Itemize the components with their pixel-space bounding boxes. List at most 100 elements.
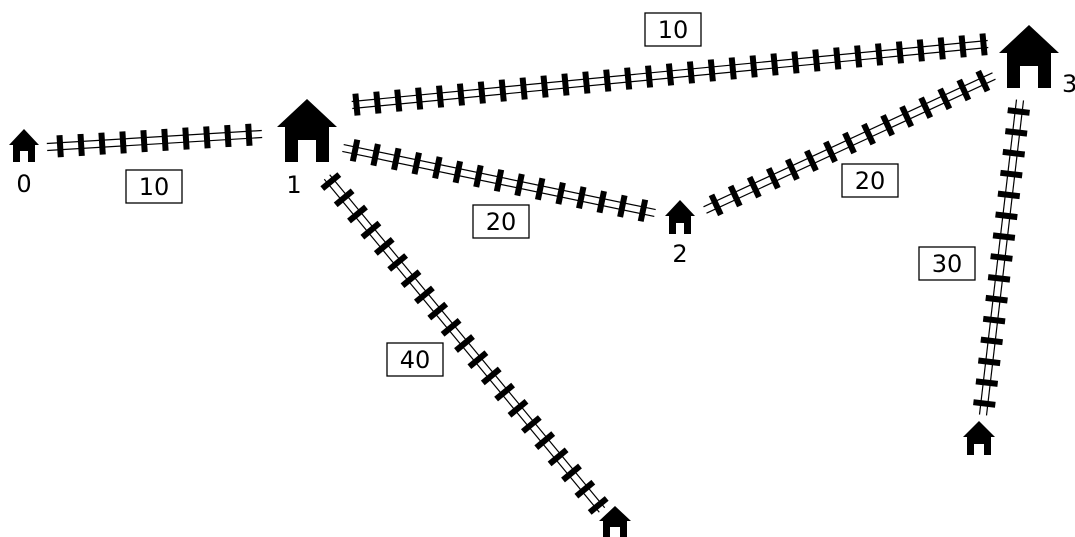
- track-tie: [987, 274, 1011, 283]
- track-tie: [493, 169, 505, 192]
- track-rail: [351, 39, 988, 103]
- track-rail: [343, 144, 656, 211]
- weight-label: 10: [139, 173, 170, 201]
- track-tie: [456, 83, 465, 106]
- weight-label: 20: [855, 167, 886, 195]
- track-tie: [842, 131, 857, 155]
- track-tie: [645, 65, 654, 88]
- track-tie: [765, 167, 781, 190]
- house-icon: [999, 25, 1059, 88]
- track-tie: [708, 193, 724, 217]
- track-tie: [534, 431, 556, 451]
- track-tie: [467, 350, 489, 370]
- track-tie: [958, 35, 967, 58]
- station-4: [599, 506, 631, 537]
- track-weight-1-2: 20: [472, 204, 530, 239]
- track-tie: [413, 285, 435, 305]
- track-tie: [707, 59, 716, 82]
- track-tie: [937, 87, 953, 111]
- track-tie: [603, 69, 612, 92]
- track-rail: [352, 46, 989, 110]
- track-tie: [804, 149, 819, 172]
- track-tie: [440, 317, 462, 337]
- track-tie: [749, 55, 758, 78]
- track-1-4: [320, 172, 609, 515]
- track-tie: [427, 301, 449, 321]
- track-tie: [520, 415, 542, 434]
- track-tie: [119, 131, 127, 154]
- track-tie: [617, 194, 628, 218]
- track-tie: [973, 399, 996, 408]
- station-0: 0: [9, 129, 39, 198]
- track-tie: [875, 43, 884, 66]
- track-tie: [980, 336, 1003, 346]
- track-tie: [394, 89, 403, 112]
- track-tie: [347, 204, 368, 224]
- house-icon: [665, 200, 695, 234]
- track-rail: [706, 78, 996, 214]
- track-tie: [812, 49, 821, 72]
- track-tie: [985, 294, 1008, 304]
- track-tie: [746, 175, 762, 199]
- track-tie: [975, 69, 991, 93]
- track-tie: [140, 130, 148, 153]
- track-tie: [555, 181, 566, 205]
- track-tie: [245, 123, 253, 146]
- station-label: 3: [1062, 70, 1075, 98]
- track-tie: [979, 33, 988, 56]
- track-tie: [540, 75, 549, 98]
- track-rail: [329, 174, 606, 509]
- track-2-3: [703, 69, 996, 217]
- track-tie: [333, 188, 355, 208]
- house-icon: [9, 129, 39, 162]
- track-tie: [432, 156, 443, 180]
- track-tie: [861, 122, 876, 146]
- track-tie: [498, 79, 507, 102]
- track-tie: [990, 253, 1013, 262]
- track-tie: [916, 39, 925, 62]
- track-tie: [224, 124, 232, 148]
- track-tie: [791, 51, 800, 74]
- track-1-2: [342, 139, 656, 222]
- track-tie: [452, 160, 464, 184]
- station-2: 2: [665, 200, 695, 268]
- track-tie: [349, 139, 361, 162]
- track-tie: [547, 447, 569, 467]
- track-rail: [985, 100, 1025, 416]
- track-tie: [665, 63, 675, 86]
- track-tie: [727, 184, 743, 208]
- track-tie: [373, 236, 395, 256]
- station-label: 2: [672, 240, 687, 268]
- track-tie: [387, 253, 409, 272]
- track-tie: [1002, 148, 1026, 158]
- weight-label: 40: [400, 346, 431, 374]
- track-tie: [320, 172, 342, 191]
- track-tie: [937, 37, 946, 60]
- track-weight-1-3: 10: [644, 12, 702, 47]
- station-3: 3: [999, 25, 1075, 98]
- track-tie: [899, 105, 915, 128]
- track-tie: [918, 96, 934, 119]
- track-tie: [637, 199, 649, 222]
- track-tie: [360, 220, 382, 240]
- station-label: 1: [286, 171, 301, 199]
- track-tie: [411, 151, 422, 175]
- track-tie: [895, 41, 904, 64]
- track-tie: [519, 77, 528, 100]
- track-tie: [854, 45, 863, 68]
- stations-layer: 0 1 2 3: [9, 25, 1075, 537]
- track-3-5: [973, 99, 1030, 416]
- track-rail: [46, 129, 262, 145]
- house-icon: [599, 506, 631, 537]
- tracks-layer: [46, 33, 1030, 515]
- track-tie: [391, 147, 402, 171]
- track-tie: [373, 91, 382, 114]
- track-rail: [323, 178, 600, 513]
- track-tie: [400, 269, 422, 289]
- track-rail: [703, 72, 993, 208]
- track-tie: [77, 133, 85, 157]
- track-tie: [161, 128, 169, 151]
- track-tie: [494, 382, 516, 402]
- track-tie: [784, 158, 800, 181]
